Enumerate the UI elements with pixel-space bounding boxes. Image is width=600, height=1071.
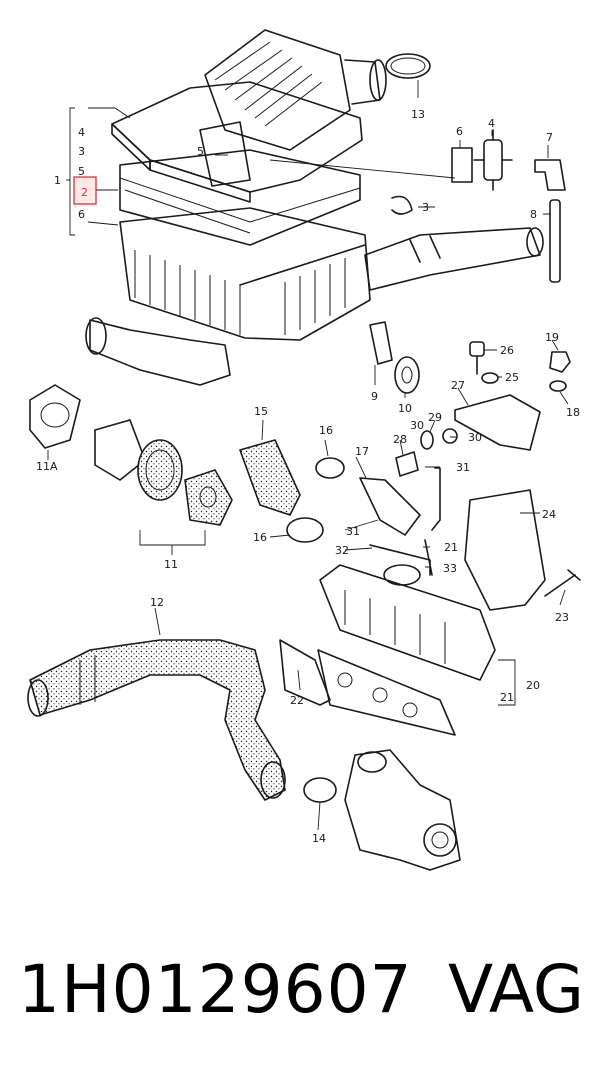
- label-30a: 30: [410, 419, 424, 432]
- label-4b: 4: [488, 117, 495, 130]
- hose-clamp-13: [385, 53, 431, 79]
- clamp-14: [303, 777, 337, 803]
- valve-4: [473, 129, 513, 191]
- clamp-16-top: [315, 457, 345, 479]
- label-5b: 5: [197, 145, 204, 158]
- label-19: 19: [545, 331, 559, 344]
- clip-3: [391, 195, 413, 215]
- label-6b: 6: [456, 125, 463, 138]
- footer: 1H0129607 VAG: [0, 935, 600, 1045]
- label-29: 29: [428, 411, 442, 424]
- label-4a: 4: [78, 126, 85, 139]
- air-filter-lower-housing: [119, 207, 371, 341]
- pipe-8: [549, 199, 561, 283]
- hose-15: [239, 439, 301, 516]
- label-8: 8: [530, 208, 537, 221]
- label-20: 20: [526, 679, 540, 692]
- exhaust-manifold-20: [319, 564, 496, 681]
- brand-name: VAG: [447, 951, 584, 1028]
- label-1: 1: [54, 174, 61, 187]
- highlight-box-2: [73, 176, 97, 205]
- label-11: 11: [164, 558, 178, 571]
- leader-lines: [47, 80, 569, 831]
- exploded-parts-diagram: 1 2 4 3 5 6 5 13 6 4 7 8 3 9 10 26 19 25…: [27, 29, 581, 871]
- label-9: 9: [371, 390, 378, 403]
- label-18: 18: [566, 406, 580, 419]
- label-12: 12: [150, 596, 164, 609]
- leader-5-6: [269, 159, 456, 179]
- nut-19: [549, 351, 571, 373]
- gasket-plate-11: [94, 419, 146, 481]
- label-2: 2: [81, 186, 88, 199]
- elbow-17: [359, 477, 421, 536]
- label-31b: 31: [346, 525, 360, 538]
- label-21b: 21: [500, 691, 514, 704]
- mount-10: [394, 356, 420, 394]
- label-11a: 11A: [36, 460, 58, 473]
- label-21a: 21: [444, 541, 458, 554]
- fitting-29-30: [420, 428, 458, 531]
- washer-18: [549, 380, 567, 392]
- air-filter-upper-housing: [111, 29, 387, 203]
- label-32: 32: [335, 544, 349, 557]
- turbocharger: [344, 749, 461, 871]
- bracket-27: [454, 394, 541, 451]
- label-15: 15: [254, 405, 268, 418]
- label-25: 25: [505, 371, 519, 384]
- gasket-22: [279, 639, 456, 736]
- part-labels: 1 2 4 3 5 6 5 13 6 4 7 8 3 9 10 26 19 25…: [36, 108, 580, 845]
- label-30b: 30: [468, 431, 482, 444]
- bolt-28: [395, 451, 419, 477]
- label-3a: 3: [78, 145, 85, 158]
- label-16b: 16: [253, 531, 267, 544]
- label-33: 33: [443, 562, 457, 575]
- part-number: 1H0129607: [18, 951, 413, 1028]
- label-24: 24: [542, 508, 556, 521]
- bracket-11-lead: [139, 530, 206, 555]
- label-14: 14: [312, 832, 326, 845]
- label-5a: 5: [78, 165, 85, 178]
- heat-shield-24: [464, 489, 546, 611]
- label-26: 26: [500, 344, 514, 357]
- intake-hose-right: [364, 227, 544, 291]
- bolt-26: [469, 341, 485, 375]
- label-22: 22: [290, 694, 304, 707]
- bolt-23: [544, 569, 581, 597]
- seal-11: [184, 469, 233, 526]
- charge-air-hose-12: [27, 639, 286, 801]
- label-13: 13: [411, 108, 425, 121]
- label-17: 17: [355, 445, 369, 458]
- air-filter-element: [119, 149, 361, 246]
- label-7: 7: [546, 131, 553, 144]
- ring-11: [137, 439, 183, 501]
- label-6a: 6: [78, 208, 85, 221]
- label-3b: 3: [422, 201, 429, 214]
- label-27: 27: [451, 379, 465, 392]
- hose-7: [534, 159, 566, 191]
- seal-ring-9: [369, 321, 393, 365]
- label-28: 28: [393, 433, 407, 446]
- bracket-6: [451, 147, 473, 183]
- label-31a: 31: [456, 461, 470, 474]
- pipe-32-21: [369, 539, 433, 576]
- intake-duct-lower: [85, 317, 231, 386]
- bracket-11a: [29, 384, 81, 449]
- bracket-20-lead: [498, 659, 516, 706]
- label-23: 23: [555, 611, 569, 624]
- label-10: 10: [398, 402, 412, 415]
- label-16a: 16: [319, 424, 333, 437]
- clamp-16-bottom: [286, 517, 324, 543]
- washer-25: [481, 372, 499, 384]
